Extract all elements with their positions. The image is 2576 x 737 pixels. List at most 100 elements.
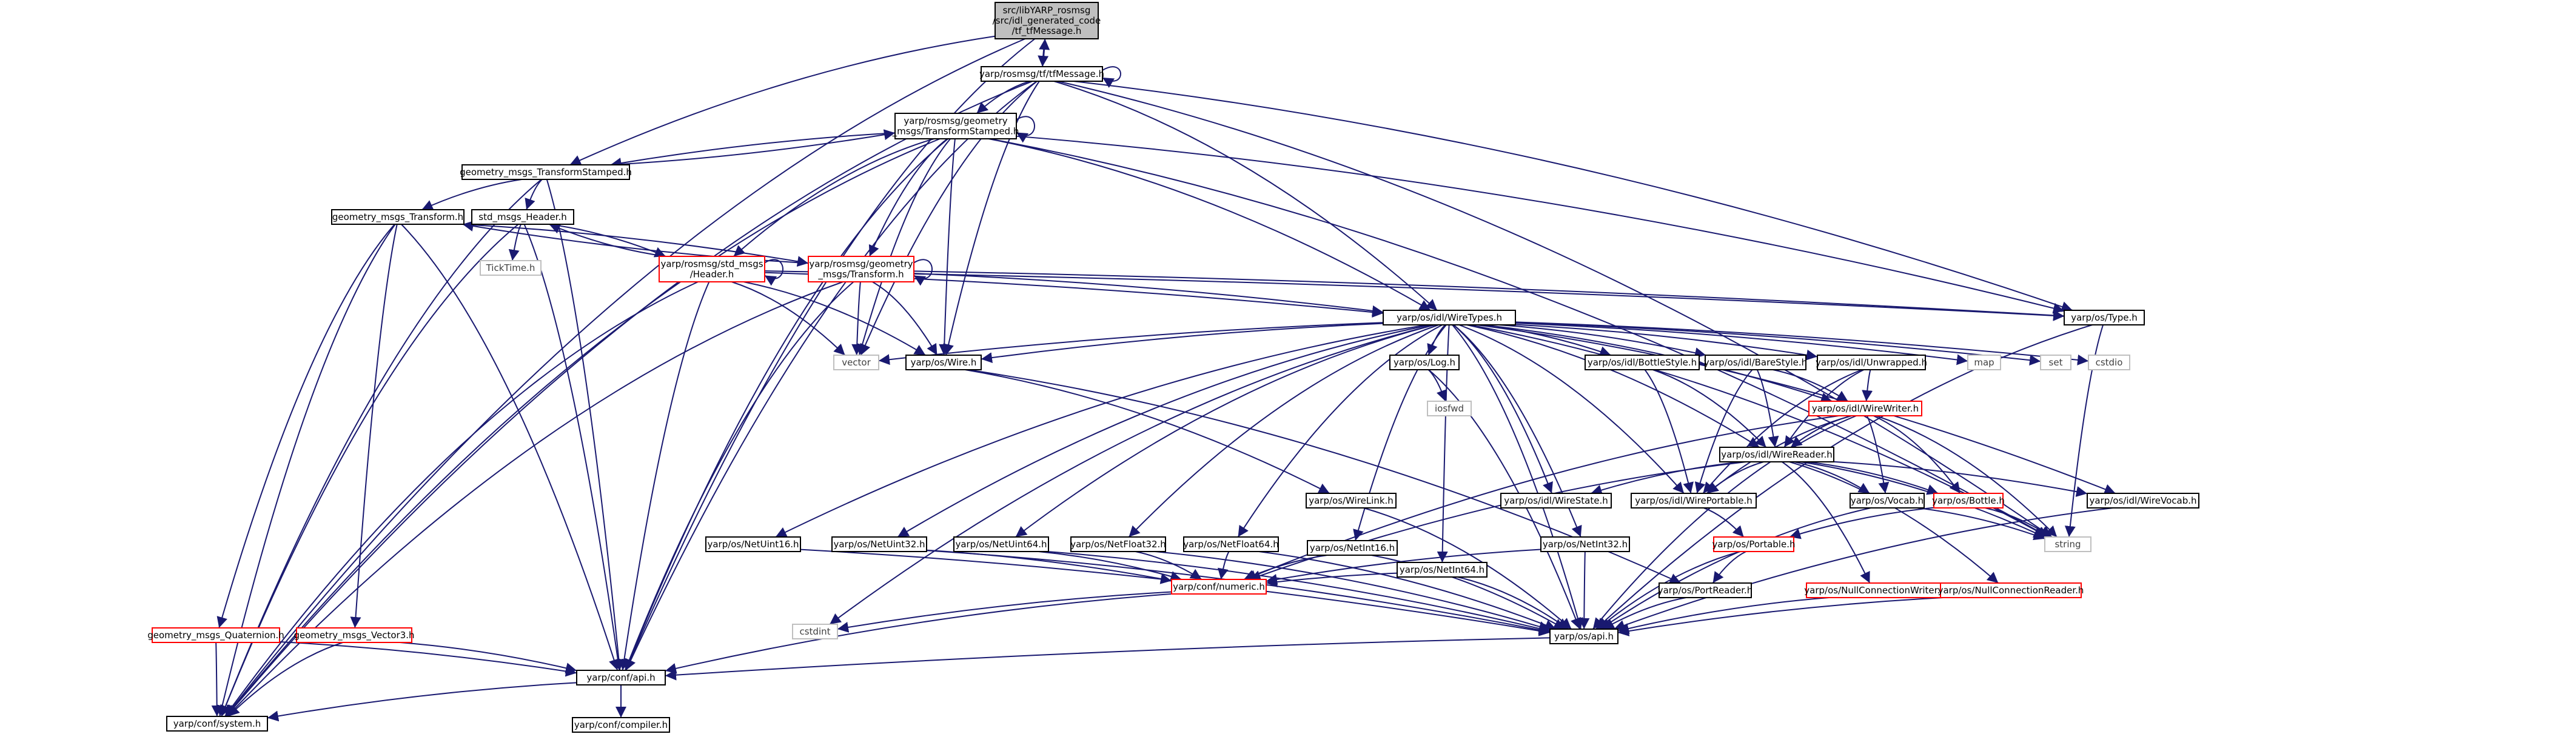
edge-confapi-to-system <box>267 682 577 722</box>
node-label: yarp/os/NullConnectionWriter.h <box>1804 585 1945 596</box>
node-smh[interactable]: std_msgs_Header.h <box>471 209 574 225</box>
node-portreader[interactable]: yarp/os/PortReader.h <box>1658 582 1753 598</box>
edge-wt-to-osapi <box>1452 324 1583 630</box>
node-box <box>471 209 574 225</box>
node-rgt[interactable]: yarp/rosmsg/geometry_msgs/Transform.h <box>808 256 914 282</box>
edge-nint16-to-numeric <box>1243 555 1327 581</box>
node-nint64[interactable]: yarp/os/NetInt64.h <box>1397 562 1488 578</box>
node-box <box>1933 493 2004 509</box>
node-vocab[interactable]: yarp/os/Vocab.h <box>1850 493 1925 509</box>
node-label: yarp/os/idl/Unwrapped.h <box>1816 357 1927 368</box>
node-osapi[interactable]: yarp/os/api.h <box>1549 629 1618 644</box>
edge-numeric-to-confapi <box>665 593 1172 674</box>
edge-gt-to-rgt <box>462 224 809 267</box>
node-system[interactable]: yarp/conf/system.h <box>166 716 268 732</box>
node-ncw[interactable]: yarp/os/NullConnectionWriter.h <box>1804 582 1946 598</box>
edge-tfm-to-confapi <box>625 81 1038 671</box>
edge-rsh-to-type <box>764 270 2065 321</box>
node-nint16[interactable]: yarp/os/NetInt16.h <box>1307 540 1398 556</box>
node-nuint64[interactable]: yarp/os/NetUint64.h <box>953 536 1049 552</box>
edge-gt-to-system <box>216 224 396 717</box>
node-nint32[interactable]: yarp/os/NetInt32.h <box>1540 536 1630 552</box>
node-ncr[interactable]: yarp/os/NullConnectionReader.h <box>1938 582 2084 598</box>
node-label: yarp/os/Vocab.h <box>1851 495 1924 506</box>
edge-bottle-to-string <box>1985 507 2052 538</box>
node-gts[interactable]: geometry_msgs_TransformStamped.h <box>460 164 632 180</box>
edge-tfm-to-vector <box>860 81 1038 356</box>
edge-bottlestyle-to-wirereader <box>1652 369 1767 448</box>
node-wirelink[interactable]: yarp/os/WireLink.h <box>1306 493 1397 509</box>
node-nuint32[interactable]: yarp/os/NetUint32.h <box>831 536 927 552</box>
node-box <box>792 624 838 639</box>
node-portable[interactable]: yarp/os/Portable.h <box>1712 536 1796 552</box>
node-label: yarp/os/idl/WirePortable.h <box>1635 495 1753 506</box>
edge-rgt-to-type <box>913 270 2065 321</box>
node-label: yarp/os/Bottle.h <box>1932 495 2005 506</box>
node-gv3[interactable]: geometry_msgs_Vector3.h <box>293 627 415 643</box>
edge-rgt-to-vector <box>851 281 863 356</box>
node-label: geometry_msgs_Vector3.h <box>293 630 414 641</box>
node-label: yarp/conf/numeric.h <box>1173 581 1265 592</box>
edge-tst-to-wire <box>939 138 956 356</box>
edge-wt-to-wirereader <box>1466 324 1760 448</box>
node-confapi[interactable]: yarp/conf/api.h <box>576 670 666 685</box>
node-wirestate[interactable]: yarp/os/idl/WireState.h <box>1500 493 1612 509</box>
edge-wt-to-string <box>1469 324 2048 538</box>
node-wirereader[interactable]: yarp/os/idl/WireReader.h <box>1719 447 1834 462</box>
node-bottlestyle[interactable]: yarp/os/idl/BottleStyle.h <box>1585 355 1700 370</box>
node-label: yarp/rosmsg/std_msgs <box>660 259 763 270</box>
node-box <box>1306 493 1397 509</box>
edge-wt-to-cstdio <box>1515 321 2089 365</box>
edge-rsh-to-smh <box>549 223 666 257</box>
edge-wt-to-nfloat64 <box>1237 324 1443 538</box>
node-wire[interactable]: yarp/os/Wire.h <box>905 355 982 370</box>
node-box <box>1500 493 1612 509</box>
node-wireportable[interactable]: yarp/os/idl/WirePortable.h <box>1631 493 1757 509</box>
node-wt[interactable]: yarp/os/idl/WireTypes.h <box>1383 310 1516 325</box>
node-label: yarp/rosmsg/geometry <box>809 259 913 270</box>
edge-rsh-to-confapi <box>619 281 710 671</box>
node-box <box>1427 401 1472 416</box>
edge-type-to-osapi <box>1595 324 2093 630</box>
node-box <box>705 536 801 552</box>
node-box <box>833 355 879 370</box>
node-log[interactable]: yarp/os/Log.h <box>1389 355 1460 370</box>
node-barestyle[interactable]: yarp/os/idl/BareStyle.h <box>1704 355 1807 370</box>
node-rsh[interactable]: yarp/rosmsg/std_msgs/Header.h <box>659 256 765 282</box>
edge-nfloat32-to-numeric <box>1135 551 1202 580</box>
node-root[interactable]: src/libYARP_rosmsg/src/idl_generated_cod… <box>993 2 1101 39</box>
edge-tfm-to-type <box>1073 81 2073 312</box>
node-label: yarp/os/WireLink.h <box>1309 495 1394 506</box>
edge-root-to-gts <box>569 35 996 165</box>
edge-rgt-to-rgt <box>913 259 933 286</box>
node-box <box>1389 355 1460 370</box>
node-gq[interactable]: geometry_msgs_Quaternion.h <box>147 627 284 643</box>
node-gt[interactable]: geometry_msgs_Transform.h <box>331 209 465 225</box>
node-box <box>480 260 542 276</box>
node-label: yarp/os/NetUint32.h <box>833 539 925 550</box>
node-box <box>1850 493 1925 509</box>
node-numeric[interactable]: yarp/conf/numeric.h <box>1171 579 1267 595</box>
edge-portreader-to-osapi <box>1603 597 1686 630</box>
edge-wirereader-to-wirestate <box>1591 461 1742 496</box>
node-box <box>905 355 982 370</box>
node-compiler[interactable]: yarp/conf/compiler.h <box>572 717 670 733</box>
node-box <box>572 717 670 733</box>
node-tst[interactable]: yarp/rosmsg/geometry_msgs/TransformStamp… <box>892 113 1019 139</box>
node-tfm[interactable]: yarp/rosmsg/tf/tfMessage.h <box>979 66 1104 82</box>
node-nuint16[interactable]: yarp/os/NetUint16.h <box>705 536 801 552</box>
node-wirevocab[interactable]: yarp/os/idl/WireVocab.h <box>2087 493 2199 509</box>
node-unwrapped[interactable]: yarp/os/idl/Unwrapped.h <box>1816 355 1927 370</box>
node-string: string <box>2044 536 2091 552</box>
node-nfloat32[interactable]: yarp/os/NetFloat32.h <box>1070 536 1166 552</box>
edge-wireportable-to-portable <box>1703 507 1745 538</box>
node-bottle[interactable]: yarp/os/Bottle.h <box>1932 493 2005 509</box>
edge-nint64-to-osapi <box>1457 576 1569 630</box>
edge-gt-to-confapi <box>401 224 620 671</box>
node-type[interactable]: yarp/os/Type.h <box>2064 310 2145 325</box>
node-wirewriter[interactable]: yarp/os/idl/WireWriter.h <box>1808 401 1922 416</box>
node-nfloat64[interactable]: yarp/os/NetFloat64.h <box>1183 536 1279 552</box>
node-box <box>1659 582 1752 598</box>
node-label: geometry_msgs_Transform.h <box>332 212 463 223</box>
